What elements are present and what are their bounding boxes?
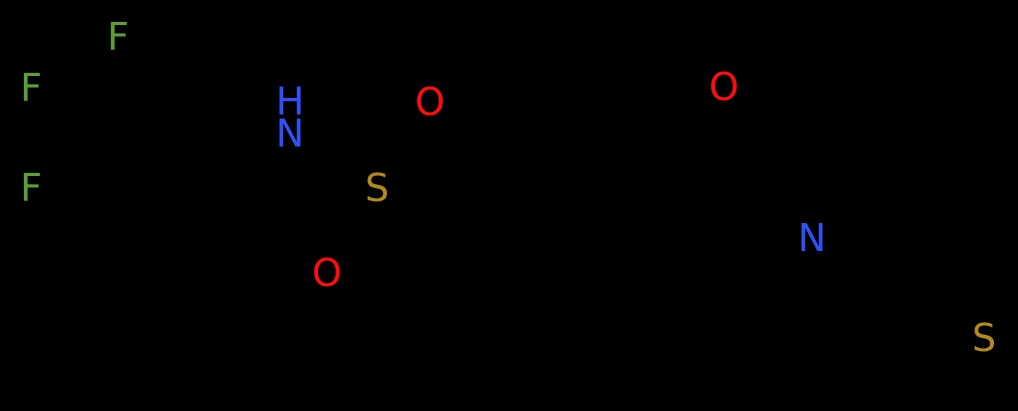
atom-fluorine-1: F xyxy=(107,18,129,56)
atom-sulfonyl-oxygen-bottom: O xyxy=(312,254,342,292)
atom-label: F xyxy=(20,66,42,110)
atom-sulfonyl-oxygen-top: O xyxy=(415,83,445,121)
atom-ring-sulfur: S xyxy=(972,319,996,357)
atom-carbonyl-oxygen: O xyxy=(709,68,739,106)
atom-label: O xyxy=(415,80,445,124)
atom-amine-nh: H N xyxy=(275,79,305,156)
atom-label: O xyxy=(312,251,342,295)
atom-label: O xyxy=(709,65,739,109)
atom-label: S xyxy=(364,166,390,210)
atom-fluorine-3: F xyxy=(20,169,42,207)
nitrogen-label: N xyxy=(275,112,305,156)
atom-sulfonyl-sulfur: S xyxy=(365,169,389,207)
atom-label: F xyxy=(107,15,129,59)
hydrogen-label: H xyxy=(275,79,305,124)
atom-fluorine-2: F xyxy=(20,69,42,107)
atom-ring-nitrogen: N xyxy=(798,219,826,257)
atom-label: S xyxy=(971,316,997,360)
atom-label: F xyxy=(20,166,42,210)
atom-label: N xyxy=(797,216,827,260)
